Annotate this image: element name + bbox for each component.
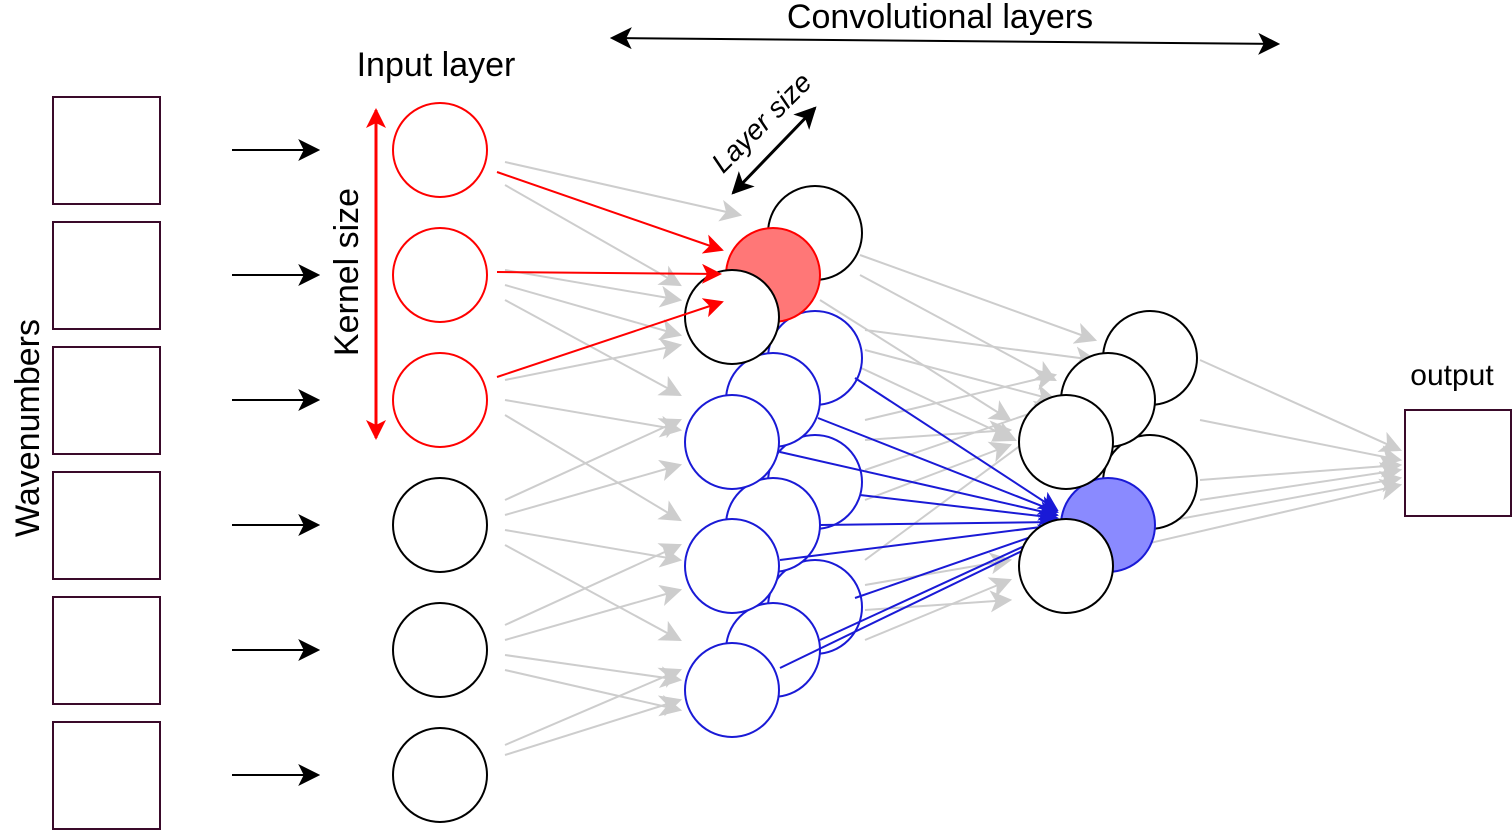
conv-layer-2 (1018, 310, 1198, 614)
convolutional-layers-label: Convolutional layers (787, 0, 1093, 36)
wavenumber-box (52, 721, 161, 830)
input-neuron-kernel (392, 352, 488, 448)
input-neuron (392, 477, 488, 573)
convolutional-layers-arrow (609, 27, 1281, 55)
output-box (1404, 409, 1512, 517)
gray-connections (504, 161, 1403, 756)
input-layer-neurons (392, 102, 488, 823)
kernel-size-label: Kernel size (328, 188, 366, 356)
conv1-neuron-front (684, 642, 780, 738)
output-label: output (1410, 359, 1494, 392)
wavenumber-box (52, 96, 161, 205)
kernel-connections (496, 171, 724, 378)
conv1-neuron-front (684, 518, 780, 614)
wavenumber-box (52, 471, 161, 580)
wavenumber-box (52, 346, 161, 455)
conv2-neuron (1018, 394, 1114, 490)
wavenumber-boxes (52, 96, 161, 830)
conv2-neuron (1018, 518, 1114, 614)
layer-size-arrow (731, 106, 817, 195)
input-neuron-kernel (392, 227, 488, 323)
wavenumbers-label: Wavenumbers (9, 319, 47, 537)
wavenumber-box (52, 596, 161, 705)
wavenumber-box (52, 221, 161, 330)
conv-layer-1-front (684, 269, 780, 738)
input-neuron (392, 602, 488, 698)
input-neuron-kernel (392, 102, 488, 198)
input-arrows (232, 139, 321, 786)
conv1-neuron-front (684, 394, 780, 490)
input-layer-label: Input layer (357, 46, 516, 84)
highlight-connections (779, 377, 1059, 669)
conv1-neuron-front (684, 269, 780, 365)
input-neuron (392, 727, 488, 823)
